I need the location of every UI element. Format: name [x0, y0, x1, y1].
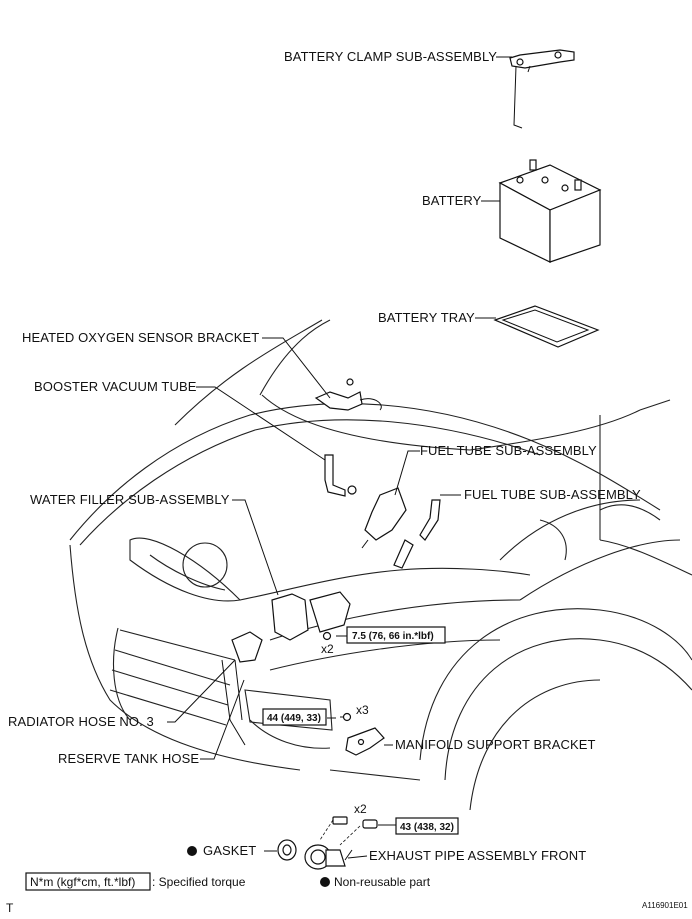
nonreusable-mark-gasket [187, 846, 197, 856]
battery-clamp-part [509, 49, 575, 129]
label-fuel-tube-1: FUEL TUBE SUB-ASSEMBLY [420, 443, 597, 458]
exhaust-fasteners [319, 816, 378, 846]
quantity-3: x2 [354, 802, 367, 816]
label-battery-clamp: BATTERY CLAMP SUB-ASSEMBLY [284, 49, 497, 64]
water-filler-part [221, 591, 351, 746]
label-fuel-tube-2: FUEL TUBE SUB-ASSEMBLY [464, 487, 641, 502]
quantity-1: x2 [321, 642, 334, 656]
label-heated-oxygen-sensor-bracket: HEATED OXYGEN SENSOR BRACKET [22, 330, 259, 345]
figure-id: A116901E01 [642, 901, 688, 910]
torque-box-1: 7.5 (76, 66 in.*lbf) [346, 626, 446, 644]
legend-nonreusable-text: Non-reusable part [334, 875, 431, 889]
leader-lines [167, 56, 512, 861]
fuel-tube-2-part [393, 499, 441, 569]
label-booster-vacuum-tube: BOOSTER VACUUM TUBE [34, 379, 197, 394]
label-radiator-hose: RADIATOR HOSE NO. 3 [8, 714, 154, 729]
legend: N*m (kgf*cm, ft.*lbf) : Specified torque… [25, 872, 431, 891]
bolt-x2-upper [322, 631, 332, 641]
legend-torque-box [25, 872, 151, 891]
gasket-part [277, 839, 297, 861]
legend-torque-desc: : Specified torque [152, 875, 246, 889]
torque-value-3: 43 (438, 32) [400, 822, 454, 833]
booster-vacuum-tube-part [324, 454, 357, 497]
battery-tray-part [493, 305, 600, 348]
label-water-filler: WATER FILLER SUB-ASSEMBLY [30, 492, 230, 507]
exhaust-pipe-part [304, 844, 346, 870]
car-body-illustration [69, 319, 692, 811]
label-reserve-tank-hose: RESERVE TANK HOSE [58, 751, 199, 766]
fuel-tube-1-part [361, 487, 407, 549]
quantity-2: x3 [356, 703, 369, 717]
heated-oxygen-sensor-bracket-part [314, 378, 382, 411]
label-manifold-support-bracket: MANIFOLD SUPPORT BRACKET [395, 737, 596, 752]
footer-left-mark: T [6, 901, 14, 915]
legend-nonreusable-mark [320, 877, 330, 887]
label-battery-tray: BATTERY TRAY [378, 310, 475, 325]
label-battery: BATTERY [422, 193, 482, 208]
battery-part [498, 159, 602, 263]
torque-box-2: 44 (449, 33) [262, 708, 327, 726]
torque-value-1: 7.5 (76, 66 in.*lbf) [352, 631, 434, 642]
label-gasket: GASKET [203, 843, 256, 858]
legend-torque-unit: N*m (kgf*cm, ft.*lbf) [30, 875, 135, 889]
torque-box-3: 43 (438, 32) [395, 817, 459, 835]
manifold-support-bracket-part [340, 712, 385, 756]
label-exhaust-pipe: EXHAUST PIPE ASSEMBLY FRONT [369, 848, 586, 863]
torque-value-2: 44 (449, 33) [267, 713, 321, 724]
